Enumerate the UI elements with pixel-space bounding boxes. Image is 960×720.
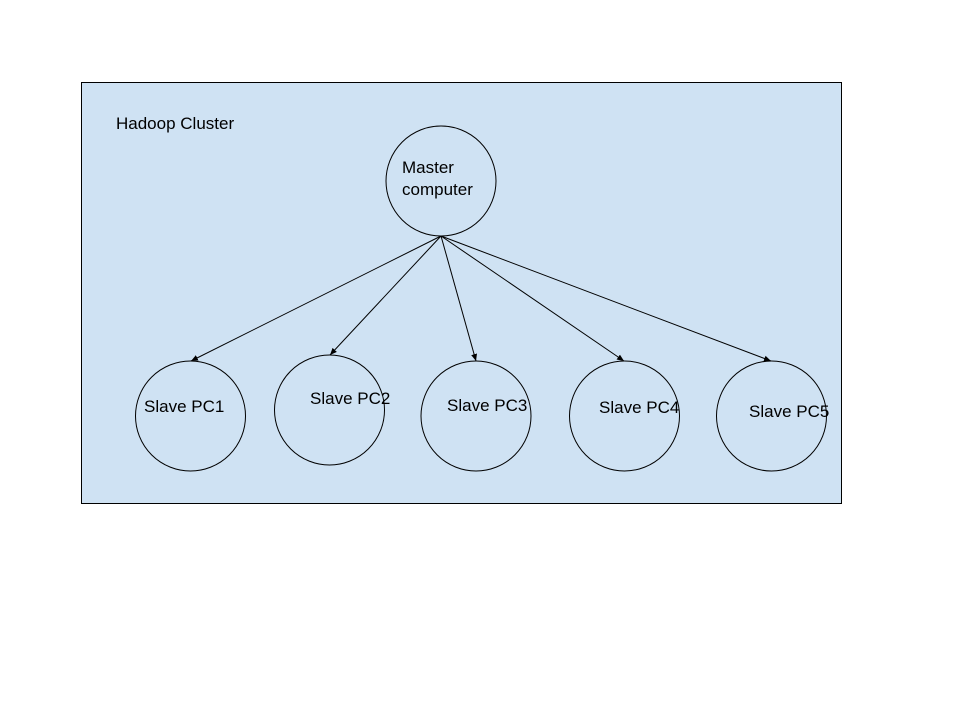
slave-node-pc2: Slave PC2 bbox=[274, 354, 390, 466]
slave-circle-pc5 bbox=[716, 360, 827, 472]
slave-node-pc1: Slave PC1 bbox=[135, 360, 246, 472]
arrow-to-slave-pc2 bbox=[329, 235, 442, 356]
master-label-line2: computer bbox=[402, 180, 473, 199]
slave-circle-pc4 bbox=[569, 360, 680, 472]
slave-label-pc2: Slave PC2 bbox=[310, 389, 390, 408]
slave-circle-pc2 bbox=[274, 354, 385, 466]
arrow-to-slave-pc1 bbox=[190, 235, 442, 362]
arrow-to-slave-pc5 bbox=[440, 235, 772, 362]
arrow-to-slave-pc3 bbox=[440, 235, 478, 362]
cluster-title: Hadoop Cluster bbox=[116, 114, 234, 133]
slave-node-pc5: Slave PC5 bbox=[716, 360, 829, 472]
master-node: Master computer bbox=[385, 125, 497, 237]
slave-circle-pc3 bbox=[420, 360, 532, 472]
master-label-line1: Master bbox=[402, 158, 454, 177]
master-circle bbox=[385, 125, 497, 237]
slave-node-pc4: Slave PC4 bbox=[569, 360, 680, 472]
arrow-to-slave-pc4 bbox=[440, 235, 625, 362]
slave-node-pc3: Slave PC3 bbox=[420, 360, 532, 472]
slave-label-pc3: Slave PC3 bbox=[447, 396, 527, 415]
slave-label-pc4: Slave PC4 bbox=[599, 398, 679, 417]
slave-label-pc5: Slave PC5 bbox=[749, 402, 829, 421]
slave-circle-pc1 bbox=[135, 360, 246, 472]
slave-label-pc1: Slave PC1 bbox=[144, 397, 224, 416]
